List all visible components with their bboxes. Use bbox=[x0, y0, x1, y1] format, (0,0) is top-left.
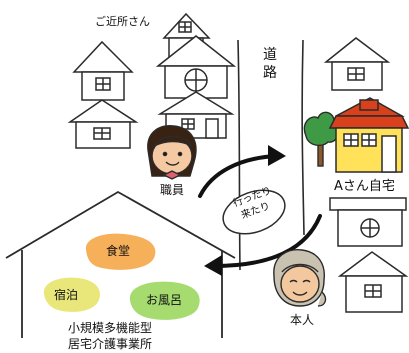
a-house-label: Aさん自宅 bbox=[334, 179, 395, 194]
road-lines bbox=[237, 39, 305, 271]
house-icon bbox=[337, 251, 409, 313]
dining-blob bbox=[85, 233, 156, 270]
house-icon bbox=[329, 197, 407, 247]
bath-blob bbox=[129, 281, 200, 320]
arrow-icon bbox=[268, 145, 286, 166]
facility-label-line-2: 居宅介護事業所 bbox=[68, 337, 153, 351]
house-icon bbox=[157, 91, 235, 139]
facility-label-line-1: 小規模多機能型 bbox=[68, 321, 153, 335]
road-label-1: 道 bbox=[263, 47, 277, 63]
arrow-icon bbox=[198, 154, 278, 198]
house-icon bbox=[67, 99, 139, 149]
round-trip-oval bbox=[222, 189, 286, 235]
person-label: 本人 bbox=[290, 313, 315, 327]
lodging-blob bbox=[43, 277, 100, 312]
house-icon bbox=[323, 37, 391, 91]
elderly-person-icon bbox=[273, 249, 327, 307]
dining-label: 食堂 bbox=[106, 244, 131, 258]
house-icon bbox=[72, 40, 134, 101]
staff-label: 職員 bbox=[160, 183, 185, 197]
lodging-label: 宿泊 bbox=[54, 288, 79, 302]
neighbors-label: ご近所さん bbox=[95, 15, 150, 28]
arrow-icon bbox=[204, 255, 222, 276]
a-house-icon bbox=[328, 97, 409, 173]
staff-person-icon bbox=[147, 125, 197, 180]
house-icon bbox=[155, 35, 237, 99]
bath-label: お風呂 bbox=[146, 293, 183, 307]
road-label-2: 路 bbox=[263, 65, 277, 81]
